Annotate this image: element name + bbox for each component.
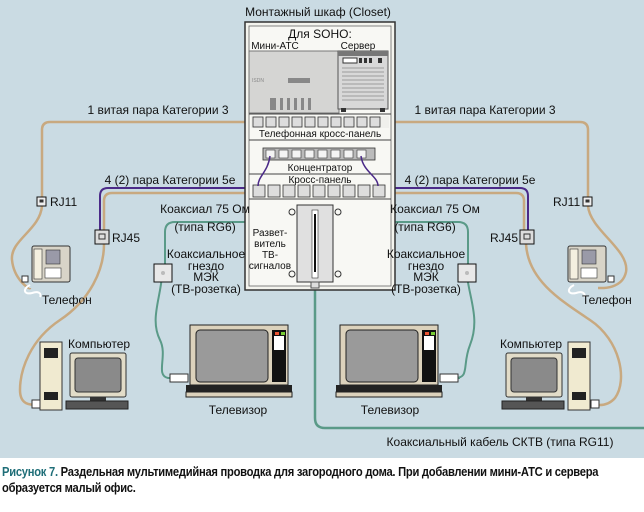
computer-label-right: Компьютер — [500, 337, 562, 351]
tv-socket-right — [457, 263, 477, 283]
coax-label-right-2: (типа RG6) — [394, 220, 455, 234]
phone-panel-label: Телефонная кросс-панель — [259, 128, 381, 140]
tv-label-left: Телевизор — [209, 403, 268, 417]
tv-socket-left-2: гнездо — [188, 259, 225, 273]
caption-text: Раздельная мультимедийная проводка для з… — [2, 464, 599, 495]
patch-panel-label: Кросс-панель — [288, 175, 351, 186]
server-label: Сервер — [341, 41, 376, 52]
phone-cross-panel — [251, 116, 389, 128]
catv-cable — [313, 278, 644, 430]
phone-icon-right — [567, 245, 615, 298]
rj11-outlet-right — [582, 196, 593, 207]
rj11-outlet-left — [36, 196, 47, 207]
tv-socket-right-4: (ТВ-розетка) — [391, 282, 461, 296]
cat3-label-right: 1 витая пара Категории 3 — [414, 103, 555, 117]
phone-label-right: Телефон — [582, 293, 632, 307]
computer-icon-right — [501, 341, 600, 411]
tv-socket-left-3: МЭК — [193, 270, 219, 284]
cat5e-label-left: 4 (2) пара Категории 5e — [105, 173, 236, 187]
computer-label-left: Компьютер — [68, 337, 130, 351]
hub-label: Концентратор — [288, 163, 353, 174]
tv-socket-right-2: гнездо — [408, 259, 445, 273]
tv-socket-left-4: (ТВ-розетка) — [171, 282, 241, 296]
figure-caption: Рисунок 7. Раздельная мультимедийная про… — [2, 464, 642, 496]
coax-label-left-2: (типа RG6) — [174, 220, 235, 234]
figure-number: Рисунок 7. — [2, 464, 58, 479]
isdn-label: ISDN — [252, 78, 264, 84]
tv-label-right: Телевизор — [361, 403, 420, 417]
cat5e-cable-left — [99, 187, 248, 236]
rj11-label-right: RJ11 — [553, 195, 580, 209]
cat5e-label-right: 4 (2) пара Категории 5e — [405, 173, 536, 187]
cat3-label-left: 1 витая пара Категории 3 — [87, 103, 228, 117]
splitter-label-1: Развет- — [253, 228, 288, 239]
closet-title: Монтажный шкаф (Closet) — [245, 5, 391, 19]
cat5e-cable-left-beige — [18, 191, 248, 407]
wiring-diagram: Монтажный шкаф (Closet) Для SOHO: Мини-А… — [0, 0, 644, 458]
hub — [262, 147, 376, 161]
coax-label-right-1: Коаксиал 75 Ом — [390, 202, 480, 216]
phone-label-left: Телефон — [42, 293, 92, 307]
tv-socket-right-1: Коаксиальное — [387, 247, 466, 261]
tv-socket-left-1: Коаксиальное — [167, 247, 246, 261]
tv-icon-left — [169, 324, 293, 398]
rj45-label-left: RJ45 — [112, 231, 140, 245]
rj45-outlet-right — [519, 229, 535, 245]
pbx-label: Мини-АТС — [251, 41, 299, 52]
patch-panel — [252, 184, 386, 198]
splitter-label-3: ТВ- — [262, 250, 278, 261]
tv-splitter — [288, 204, 342, 289]
computer-icon-left — [31, 341, 129, 411]
closet-cabinet — [244, 21, 396, 291]
coax-label-left-1: Коаксиал 75 Ом — [160, 202, 250, 216]
coax-cable-right — [330, 221, 476, 379]
splitter-label-2: витель — [254, 239, 286, 250]
cat3-cable-right — [392, 120, 628, 290]
rj11-label-left: RJ11 — [50, 195, 77, 209]
splitter-label-4: сигналов — [249, 261, 291, 272]
cat5e-cable-right-beige — [392, 191, 623, 407]
phone-icon-left — [21, 245, 71, 298]
rj45-outlet-left — [94, 229, 110, 245]
catv-label: Коаксиальный кабель СКТВ (типа RG11) — [387, 435, 614, 449]
coax-cable-left — [154, 221, 300, 379]
tv-icon-right — [335, 324, 459, 398]
tv-socket-right-3: МЭК — [413, 270, 439, 284]
soho-label: Для SOHO: — [288, 27, 352, 41]
tv-socket-left — [153, 263, 173, 283]
cat5e-cable-right — [392, 187, 529, 236]
rj45-label-right: RJ45 — [490, 231, 518, 245]
